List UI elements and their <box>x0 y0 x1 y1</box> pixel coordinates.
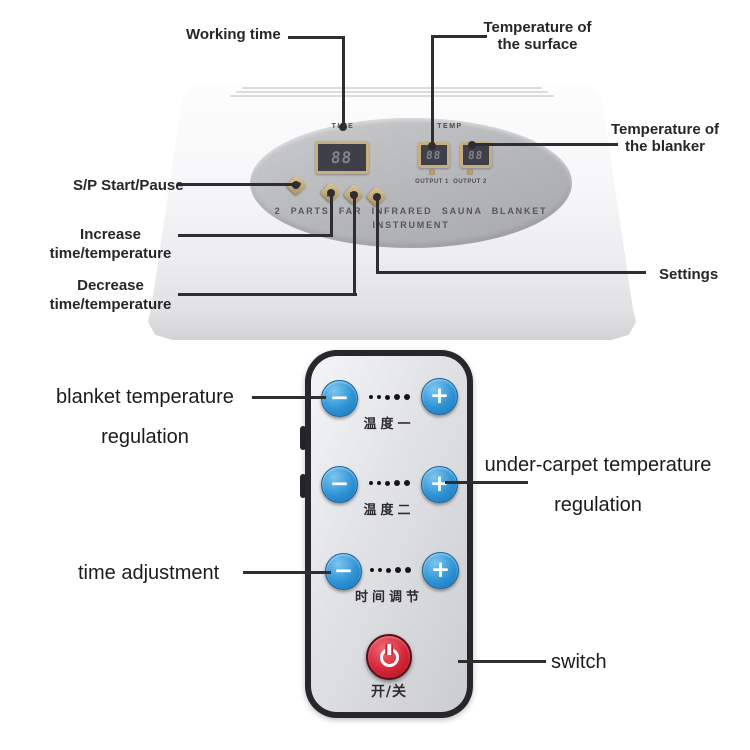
power-icon <box>379 647 399 667</box>
time-row-label: 时间调节 <box>354 590 423 605</box>
increase-line <box>178 234 333 237</box>
blanket-regulation-label: blanket temperature regulation <box>38 377 252 457</box>
plus-icon: + <box>429 383 450 409</box>
settings-line <box>376 271 646 274</box>
surface-temp-line <box>431 35 434 146</box>
switch-label: switch <box>551 651 607 673</box>
decrease-label-line2: time/temperature <box>49 296 172 313</box>
temp2-row-label: 温度二 <box>363 503 415 518</box>
indicator-dots <box>363 567 417 573</box>
time-display: 88 <box>315 141 369 174</box>
start-pause-dot <box>292 181 300 189</box>
indicator-dots <box>362 480 416 486</box>
blanket-temp-label: Temperature of the blanker <box>605 121 725 155</box>
surface-temp-label-line2: the surface <box>497 36 578 53</box>
decrease-label-line1: Decrease <box>77 277 144 294</box>
remote-control: − + 温度一 − + 温度二 − + 时间调节 <box>305 350 473 718</box>
temp1-plus-button[interactable]: + <box>421 378 458 415</box>
settings-line <box>376 199 379 274</box>
vent-line <box>242 87 542 89</box>
under-carpet-line <box>445 481 528 484</box>
temp2-minus-button[interactable]: − <box>321 466 358 503</box>
time-plus-button[interactable]: + <box>422 552 459 589</box>
device-name-line1: 2 PARTS FAR INFRARED SAUNA BLANKET <box>274 206 548 216</box>
increase-label: Increase time/temperature <box>43 225 178 263</box>
decrease-line <box>178 293 357 296</box>
blanket-temp-line <box>472 143 618 146</box>
blanket-temp-label-line1: Temperature of <box>610 121 720 138</box>
surface-temp-dot <box>428 142 436 150</box>
under-carpet-line1: under-carpet temperature <box>484 454 712 476</box>
increase-label-line2: time/temperature <box>49 245 172 262</box>
under-carpet-label: under-carpet temperature regulation <box>483 445 713 525</box>
power-label: 开/关 <box>370 684 408 700</box>
minus-icon: − <box>329 471 350 497</box>
vent-line <box>230 95 554 97</box>
remote-side-button[interactable] <box>300 474 306 498</box>
output2-indicator <box>467 169 473 175</box>
device-name-line2: INSTRUMENT <box>372 220 450 230</box>
power-button[interactable] <box>366 634 412 680</box>
temp1-minus-button[interactable]: − <box>321 380 358 417</box>
time-display-value: 88 <box>330 148 354 167</box>
decrease-dot <box>350 191 358 199</box>
settings-label: Settings <box>659 266 719 283</box>
temp2-plus-button[interactable]: + <box>421 466 458 503</box>
working-time-line <box>288 36 345 39</box>
surface-temp-label-line1: Temperature of <box>483 19 592 36</box>
settings-dot <box>373 193 381 201</box>
temp1-row-label: 温度一 <box>363 417 415 432</box>
blanket-regulation-line2: regulation <box>101 426 189 448</box>
indicator-dots <box>362 394 416 400</box>
time-adjustment-label: time adjustment <box>78 562 220 584</box>
output1-indicator <box>429 169 435 175</box>
decrease-label: Decrease time/temperature <box>43 276 178 314</box>
surface-temp-display-value: 88 <box>425 148 443 162</box>
blanket-regulation-line1: blanket temperature <box>56 386 234 408</box>
decrease-line <box>353 198 356 296</box>
vent-line <box>236 91 548 93</box>
working-time-dot <box>339 123 347 131</box>
blanket-temp-label-line2: the blanker <box>624 138 706 155</box>
start-pause-line <box>177 183 296 186</box>
working-time-line <box>342 36 345 128</box>
output1-label: OUTPUT 1 <box>415 179 449 185</box>
minus-icon: − <box>333 558 354 584</box>
time-minus-button[interactable]: − <box>325 553 362 590</box>
plus-icon: + <box>430 557 451 583</box>
plus-icon: + <box>429 471 450 497</box>
blanket-regulation-line <box>252 396 326 399</box>
increase-line <box>330 196 333 237</box>
increase-dot <box>327 189 335 197</box>
temp-label: TEMP <box>437 123 463 130</box>
minus-icon: − <box>329 385 350 411</box>
remote-side-button[interactable] <box>300 426 306 450</box>
surface-temp-line <box>431 35 487 38</box>
increase-label-line1: Increase <box>80 226 141 243</box>
output2-label: OUTPUT 2 <box>453 179 487 185</box>
blanket-temp-dot <box>468 141 476 149</box>
start-pause-label: S/P Start/Pause <box>73 177 184 194</box>
under-carpet-line2: regulation <box>554 494 642 516</box>
surface-temp-label: Temperature of the surface <box>470 19 605 53</box>
time-adjustment-line <box>243 571 331 574</box>
switch-line <box>458 660 546 663</box>
working-time-label: Working time <box>186 26 281 43</box>
blanket-temp-display-value: 88 <box>467 148 485 162</box>
